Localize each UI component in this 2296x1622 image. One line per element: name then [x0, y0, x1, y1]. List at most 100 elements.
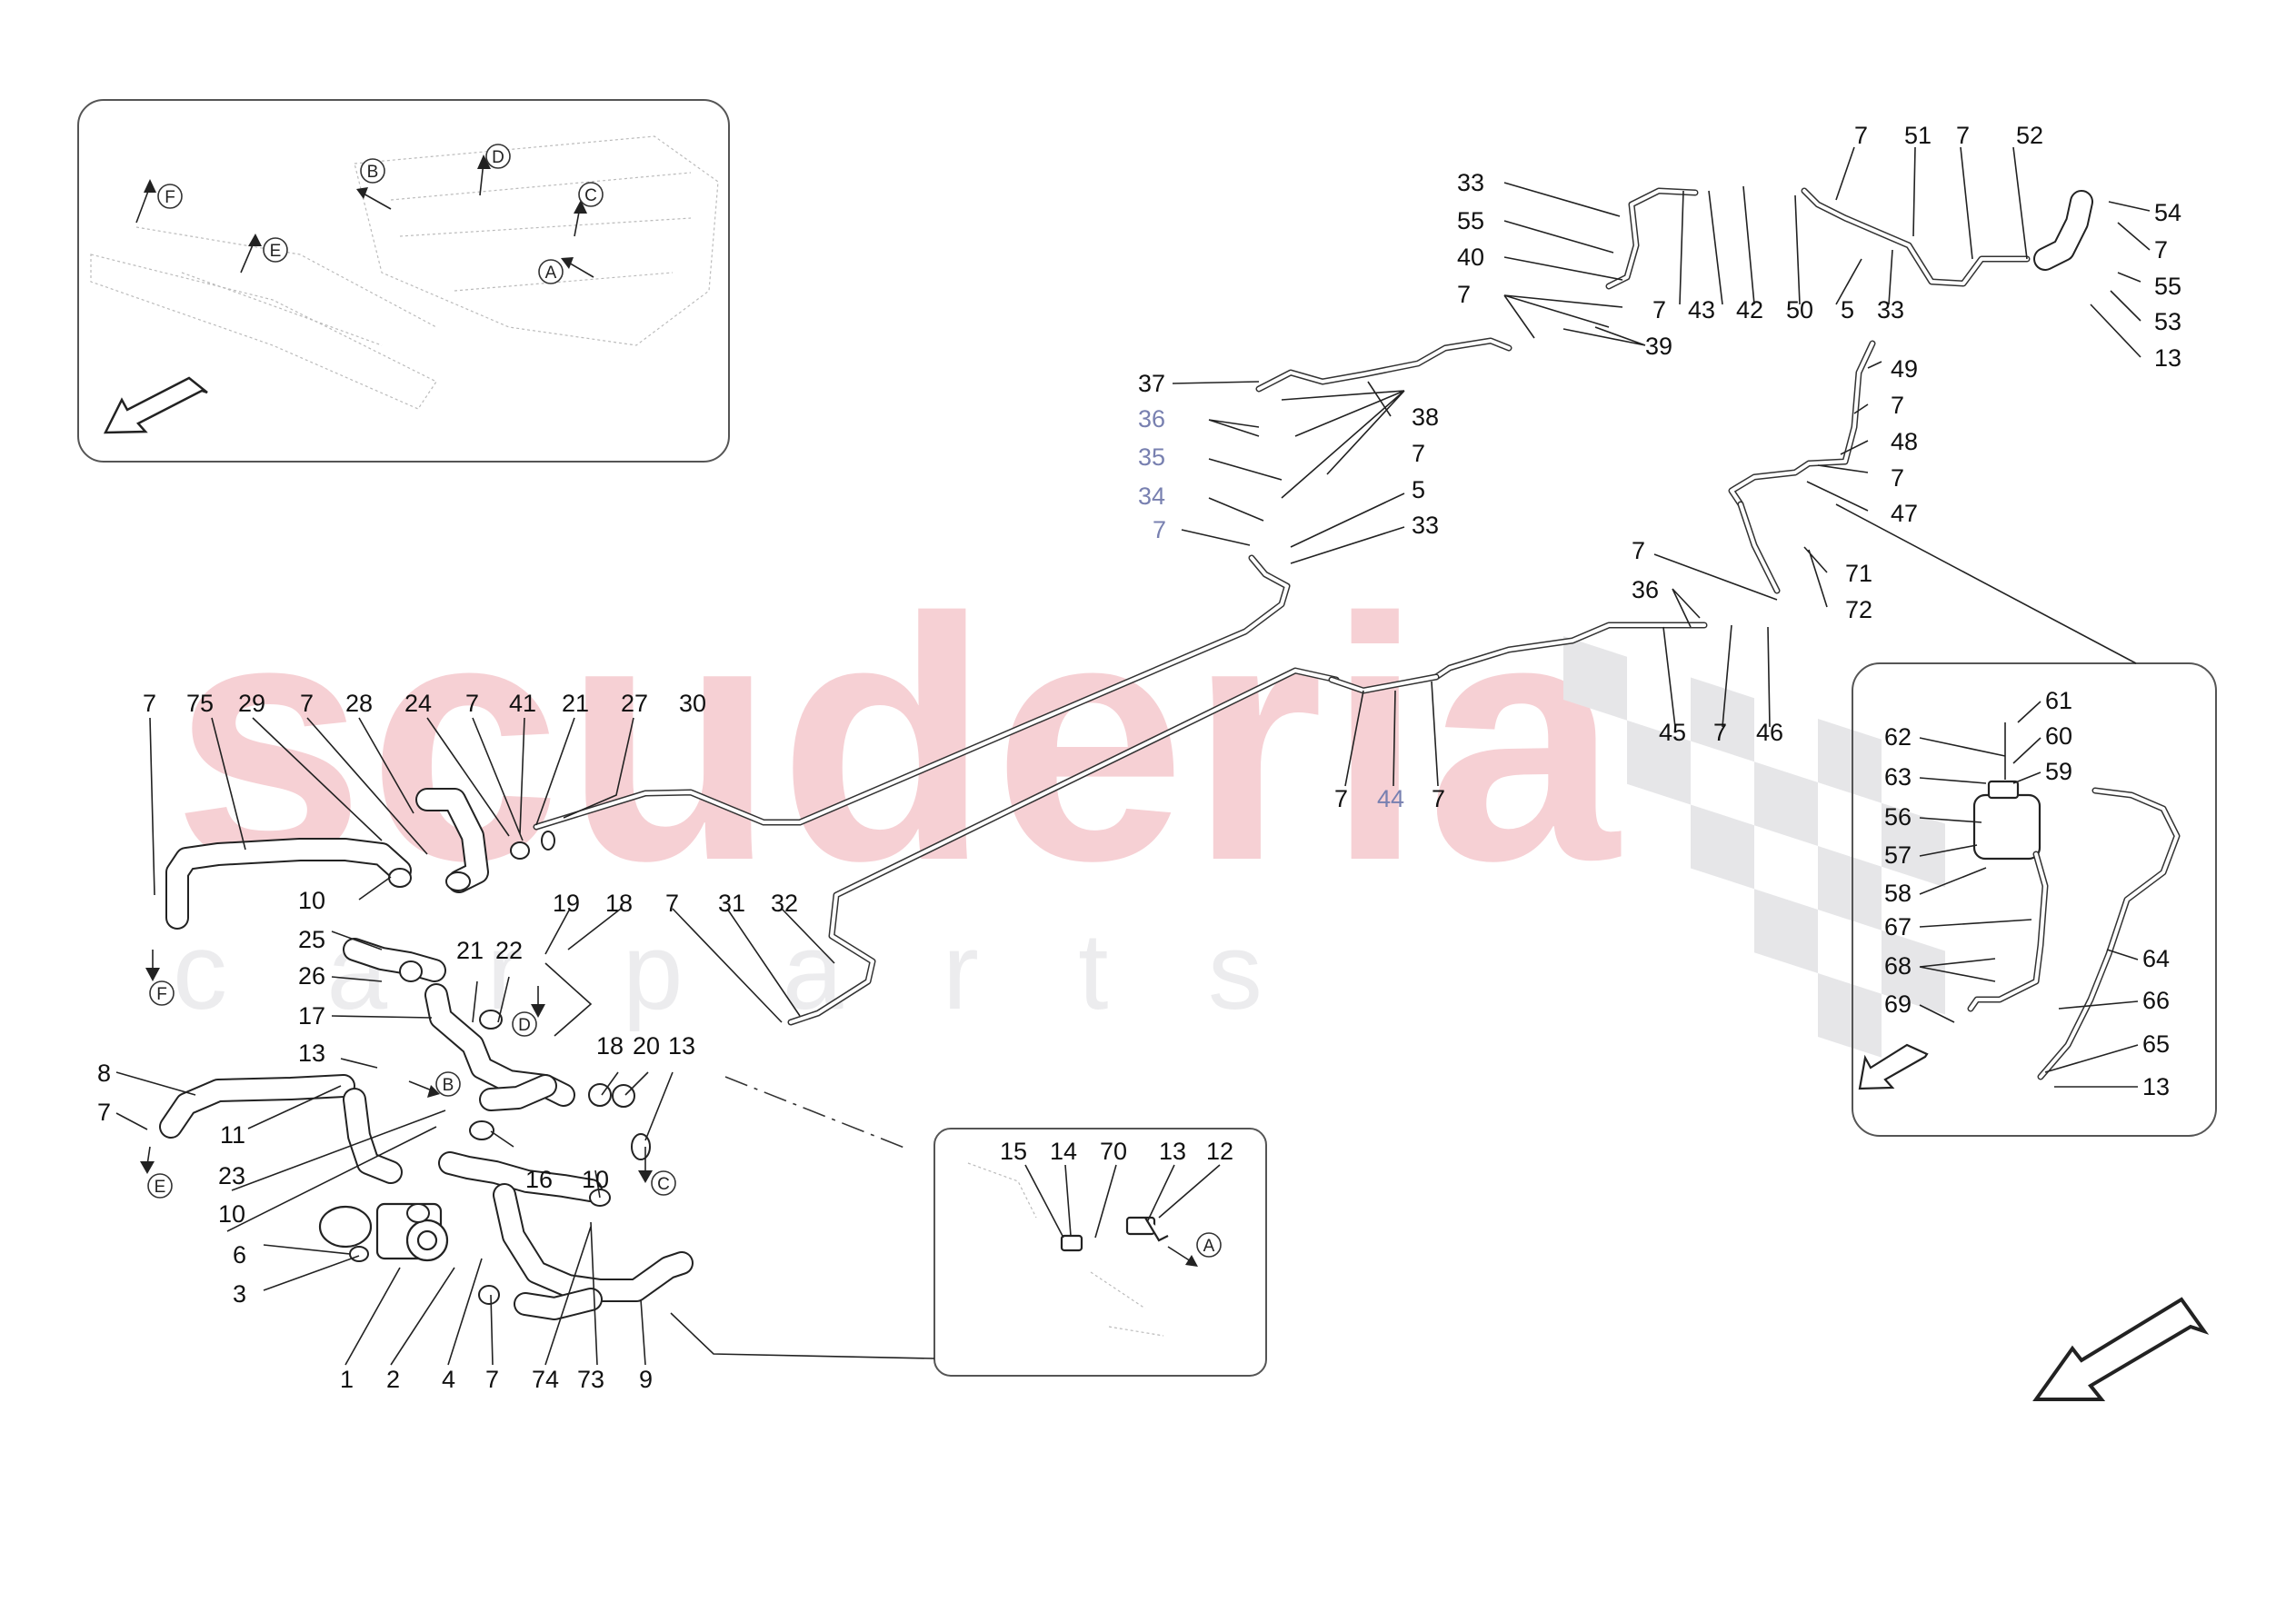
reservoir-label-69: 69 — [1884, 990, 1912, 1018]
callout-7-j: 7 — [1632, 537, 1645, 564]
callout-10-c: 10 — [218, 1200, 245, 1228]
callout-55: 55 — [1457, 207, 1484, 234]
reservoir-label-59: 59 — [2045, 758, 2072, 785]
flow-letter-b: B — [443, 1076, 454, 1095]
flow-letter-f: F — [156, 985, 167, 1004]
callout-41: 41 — [509, 690, 536, 717]
reservoir-label-63: 63 — [1884, 763, 1912, 791]
callout-7-k: 7 — [1713, 719, 1727, 746]
callout-20: 20 — [633, 1032, 660, 1060]
flow-letter-e: E — [155, 1178, 166, 1197]
callout-49: 49 — [1891, 355, 1918, 383]
reservoir-label-62: 62 — [1884, 723, 1912, 751]
callout-2: 2 — [386, 1366, 400, 1393]
detail-label-70: 70 — [1100, 1138, 1127, 1165]
locator-letter-f: F — [165, 188, 175, 207]
reservoir-label-67: 67 — [1884, 913, 1912, 940]
callout-7-p: 7 — [465, 690, 479, 717]
callout-7-d: 7 — [1956, 122, 1970, 149]
clamps — [349, 831, 651, 1305]
callout-11: 11 — [220, 1121, 245, 1149]
callout-72: 72 — [1845, 596, 1872, 623]
flow-marker-d: D — [512, 962, 593, 1037]
left-hose-assembly — [159, 788, 694, 1320]
flow-marker-f: F — [145, 950, 175, 1006]
callout-13-a: 13 — [2154, 344, 2181, 372]
detail-label-12: 12 — [1206, 1138, 1233, 1165]
locator-arrow-a: A — [538, 257, 594, 284]
callout-29: 29 — [238, 690, 265, 717]
reservoir-label-13: 13 — [2142, 1073, 2170, 1100]
callout-18-b: 18 — [596, 1032, 624, 1060]
callout-48: 48 — [1891, 428, 1918, 455]
flow-letter-c: C — [657, 1175, 670, 1194]
reservoir-label-68: 68 — [1884, 952, 1912, 980]
locator-letter-a: A — [545, 264, 557, 283]
callout-7-o: 7 — [300, 690, 314, 717]
reservoir-label-60: 60 — [2045, 722, 2072, 750]
main-direction-arrow-icon — [2032, 1297, 2210, 1401]
callout-74: 74 — [532, 1366, 559, 1393]
callout-21-b: 21 — [456, 937, 484, 964]
callout-35: 35 — [1138, 443, 1165, 471]
callout-31: 31 — [718, 890, 745, 917]
expansion-tank — [1972, 722, 2041, 861]
callout-7-g: 7 — [1412, 440, 1425, 467]
callout-45: 45 — [1659, 719, 1686, 746]
callout-10-b: 10 — [582, 1166, 609, 1193]
callout-6: 6 — [233, 1241, 246, 1269]
callout-44: 44 — [1377, 785, 1404, 812]
callout-8: 8 — [97, 1060, 111, 1087]
callout-32: 32 — [771, 890, 798, 917]
callouts-top-right: 33 55 40 7 7 43 42 50 7 51 7 52 54 7 55 … — [1457, 122, 2181, 372]
locator-arrow-b: B — [356, 158, 392, 210]
callout-27: 27 — [621, 690, 648, 717]
reservoir-label-61: 61 — [2045, 687, 2072, 714]
callout-7-e: 7 — [2154, 236, 2168, 264]
callout-13-c: 13 — [668, 1032, 695, 1060]
locator-letter-b: B — [367, 163, 379, 182]
checkered-flag-icon — [1563, 636, 1945, 1058]
callouts-mid: 37 38 36 35 34 7 7 5 33 49 7 48 7 47 71 … — [1138, 355, 1918, 812]
callout-21-a: 21 — [562, 690, 589, 717]
callout-7-f: 7 — [1153, 516, 1166, 543]
callout-36-a: 36 — [1138, 405, 1165, 433]
callout-7-m: 7 — [1432, 785, 1445, 812]
callout-22: 22 — [495, 937, 523, 964]
callout-1: 1 — [340, 1366, 354, 1393]
callout-9: 9 — [639, 1366, 653, 1393]
flow-letter-d: D — [518, 1016, 531, 1035]
callout-13-b: 13 — [298, 1040, 325, 1067]
detail-label-14: 14 — [1050, 1138, 1077, 1165]
callout-33: 33 — [1457, 169, 1484, 196]
callout-71: 71 — [1845, 560, 1872, 587]
callout-7-c: 7 — [1854, 122, 1868, 149]
locator-letter-e: E — [270, 242, 282, 261]
callout-10-a: 10 — [298, 887, 325, 914]
locator-letter-d: D — [492, 148, 504, 167]
callout-26: 26 — [298, 962, 325, 990]
callout-24: 24 — [404, 690, 432, 717]
callout-7-l: 7 — [1334, 785, 1348, 812]
callout-47: 47 — [1891, 500, 1918, 527]
callout-37: 37 — [1138, 370, 1165, 397]
callout-30: 30 — [679, 690, 706, 717]
callout-7-s: 7 — [485, 1366, 499, 1393]
locator-arrow-f: F — [135, 179, 183, 224]
callout-50: 50 — [1786, 296, 1813, 323]
callout-17: 17 — [298, 1002, 325, 1030]
callout-7-b: 7 — [1652, 296, 1666, 323]
reservoir-label-65: 65 — [2142, 1030, 2170, 1058]
callout-5-a: 5 — [1841, 296, 1854, 323]
callout-53: 53 — [2154, 308, 2181, 335]
callout-28: 28 — [345, 690, 373, 717]
callout-7-h: 7 — [1891, 392, 1904, 419]
callout-4: 4 — [442, 1366, 455, 1393]
callout-75: 75 — [186, 690, 214, 717]
callout-23: 23 — [218, 1162, 245, 1189]
detail-label-15: 15 — [1000, 1138, 1027, 1165]
locator-inset: F E B D C A — [77, 99, 730, 463]
callout-38: 38 — [1412, 403, 1439, 431]
reservoir-direction-arrow-icon — [1858, 1043, 1929, 1090]
detail-part — [1060, 1216, 1169, 1252]
